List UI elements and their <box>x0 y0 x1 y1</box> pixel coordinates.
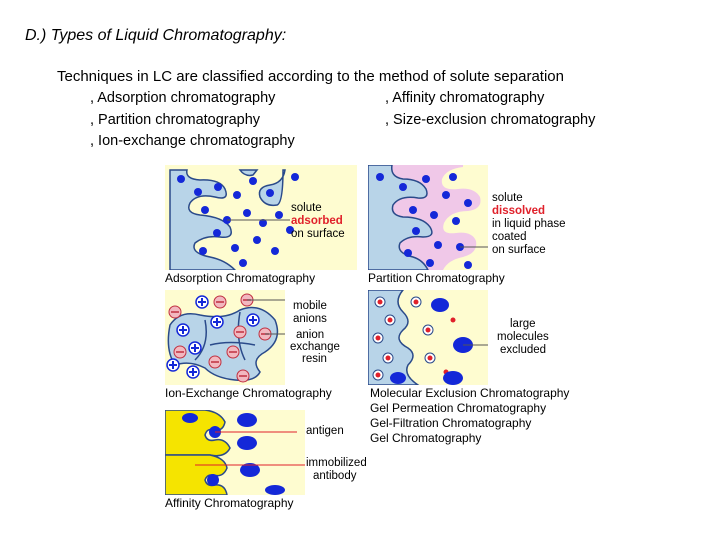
slide-title: D.) Types of Liquid Chromatography: <box>25 27 287 44</box>
affinity-diagram <box>165 410 305 495</box>
ion-exchange-label-3: anion <box>296 329 325 341</box>
ion-exchange-label-5: resin <box>302 353 327 365</box>
size-exclusion-caption-3: Gel-Filtration Chromatography <box>370 416 532 430</box>
partition-diagram <box>368 165 488 270</box>
affinity-label-antigen: antigen <box>306 425 344 437</box>
partition-label-2: dissolved <box>492 205 546 217</box>
adsorption-label-2: adsorbed <box>291 215 343 227</box>
affinity-label-1: immobilized <box>306 457 367 469</box>
affinity-label-2: antibody <box>313 470 357 482</box>
size-exclusion-label-3: excluded <box>500 344 547 356</box>
size-exclusion-label-2: molecules <box>497 331 549 343</box>
partition-label-3: in liquid phase <box>492 218 566 230</box>
adsorption-label-1: solute <box>291 202 322 214</box>
size-exclusion-label-1: large <box>510 318 536 330</box>
adsorption-label-3: on surface <box>291 228 345 240</box>
ion-exchange-caption: Ion-Exchange Chromatography <box>165 386 332 400</box>
ion-exchange-label-4: exchange <box>290 341 340 353</box>
bullet-ion-exchange: , Ion-exchange chromatography <box>90 133 295 149</box>
affinity-caption: Affinity Chromatography <box>165 496 294 510</box>
ion-exchange-label-1: mobile <box>293 300 327 312</box>
adsorption-caption: Adsorption Chromatography <box>165 271 316 285</box>
partition-label-5: on surface <box>492 244 546 256</box>
ion-exchange-diagram <box>165 290 285 385</box>
partition-caption: Partition Chromatography <box>368 271 505 285</box>
size-exclusion-caption-4: Gel Chromatography <box>370 431 482 445</box>
size-exclusion-caption-1: Molecular Exclusion Chromatography <box>370 386 570 400</box>
bullet-size-exclusion: , Size-exclusion chromatography <box>385 112 596 128</box>
partition-label-1: solute <box>492 192 523 204</box>
size-exclusion-caption-2: Gel Permeation Chromatography <box>370 401 547 415</box>
adsorption-diagram <box>165 165 357 270</box>
bullet-affinity: , Affinity chromatography <box>385 90 545 106</box>
bullet-partition: , Partition chromatography <box>90 112 261 128</box>
partition-label-4: coated <box>492 231 527 243</box>
bullet-adsorption: , Adsorption chromatography <box>90 90 276 106</box>
slide-subtitle: Techniques in LC are classified accordin… <box>57 68 564 85</box>
size-exclusion-diagram <box>368 290 488 385</box>
ion-exchange-label-2: anions <box>293 313 327 325</box>
